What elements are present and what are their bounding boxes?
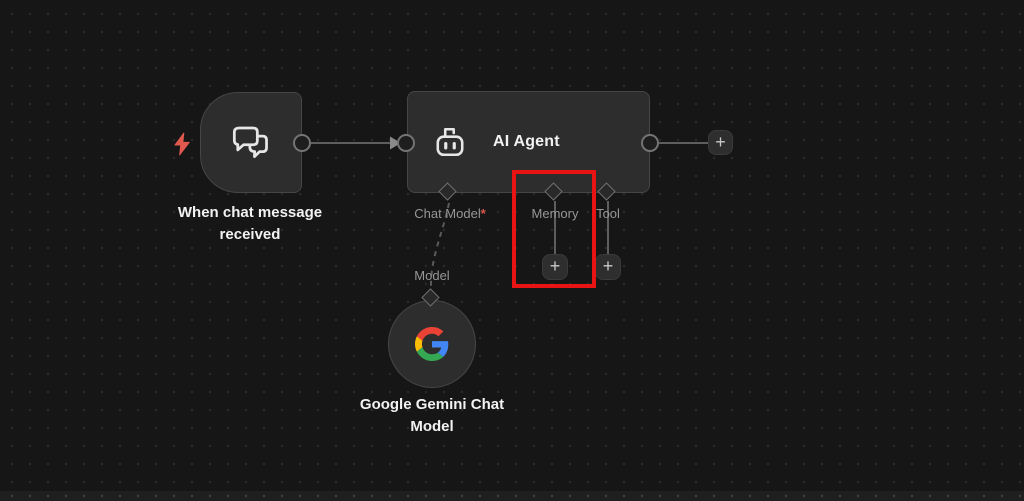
tool-port-label: Tool [596, 206, 620, 221]
node-google-gemini-chat-model[interactable] [388, 300, 476, 388]
agent-output-port[interactable] [641, 134, 659, 152]
connection-chatmodel-to-gemini [429, 202, 450, 290]
google-logo-icon [415, 327, 449, 361]
memory-port-label: Memory [531, 206, 579, 221]
chat-model-label-text: Chat Model [414, 206, 481, 221]
trigger-output-port[interactable] [293, 134, 311, 152]
trigger-bolt-icon [174, 132, 190, 156]
connection-arrowhead-icon [390, 136, 401, 150]
gemini-input-port-label: Model [414, 268, 450, 283]
chat-model-port-label: Chat Model* [414, 206, 486, 221]
add-memory-button[interactable]: + [542, 254, 568, 280]
node-ai-agent[interactable]: AI Agent [407, 91, 650, 193]
gemini-node-label: Google Gemini Chat Model [359, 396, 505, 435]
node-when-chat-message-received[interactable] [200, 92, 302, 193]
add-tool-button[interactable]: + [595, 254, 621, 280]
robot-icon [436, 127, 464, 157]
agent-input-port[interactable] [397, 134, 415, 152]
trigger-node-label: When chat message received [177, 204, 323, 243]
chat-bubbles-icon [232, 126, 268, 158]
canvas-bottom-strip [0, 491, 1024, 501]
agent-node-title: AI Agent [493, 133, 560, 150]
required-asterisk: * [480, 206, 486, 221]
add-next-node-button[interactable]: + [708, 130, 733, 155]
